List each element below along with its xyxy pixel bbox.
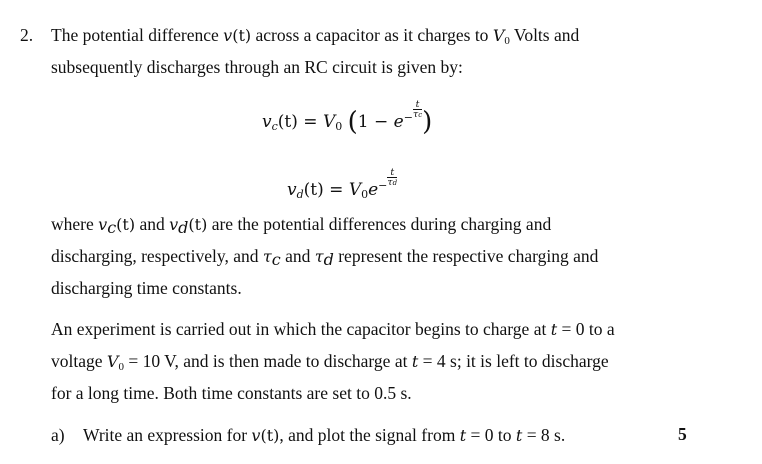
math-v: v	[98, 215, 108, 234]
eq-sub: d	[296, 188, 304, 201]
paren-open: (	[347, 107, 358, 137]
text: An experiment is carried out in which th…	[51, 319, 551, 339]
intro-text: across a capacitor as it charges to	[251, 25, 493, 45]
part-a-label: a)	[51, 425, 65, 445]
text: = 4 s; it is left to discharge	[418, 351, 609, 371]
text: are the potential differences during cha…	[207, 214, 552, 234]
frac-den: τ	[412, 109, 419, 120]
eq-exp-minus: −	[403, 111, 413, 124]
eq-sub: 0	[335, 120, 343, 133]
marks-value: 5	[678, 424, 687, 444]
question-number: 2.	[20, 25, 34, 45]
eq-arg: (t) =	[277, 112, 323, 132]
where-line-3: discharging time constants.	[51, 278, 242, 298]
eq-arg: (t) =	[303, 180, 349, 200]
math-v: v	[223, 26, 233, 45]
math-arg: (t)	[232, 26, 252, 45]
math-sub: c	[271, 250, 281, 269]
math-tau: τ	[314, 247, 324, 266]
text: and	[280, 246, 315, 266]
where-line-1: where vc(t) and vd(t) are the potential …	[51, 213, 551, 236]
eq-one-minus: 1 −	[357, 112, 394, 132]
frac-den-sub: d	[392, 179, 398, 187]
math-sub: d	[323, 250, 334, 269]
frac-num: t	[387, 168, 398, 178]
math-t: t	[550, 320, 558, 339]
eq-sub: 0	[361, 188, 369, 201]
intro-text: Volts and	[509, 25, 580, 45]
math-v: v	[251, 426, 261, 445]
text: , and plot the signal from	[279, 425, 460, 445]
text: = 10 V, and is then made to discharge at	[123, 351, 412, 371]
intro-line-1: The potential difference v(t) across a c…	[51, 24, 579, 47]
math-V0: V	[492, 26, 505, 45]
eq-V: V	[348, 180, 362, 200]
math-sub: c	[107, 218, 117, 237]
intro-line-2: subsequently discharges through an RC ci…	[51, 57, 463, 77]
math-tau: τ	[262, 247, 272, 266]
experiment-line-3: for a long time. Both time constants are…	[51, 383, 412, 403]
eq-sub: c	[271, 120, 278, 133]
math-t: t	[515, 426, 523, 445]
math-V0: V	[106, 352, 119, 371]
math-sub: d	[178, 218, 189, 237]
math-sub: 0	[504, 35, 510, 47]
intro-text: The potential difference	[51, 25, 224, 45]
frac-num: t	[412, 100, 423, 110]
math-v: v	[169, 215, 179, 234]
frac-den: τ	[387, 177, 393, 188]
math-arg: (t)	[116, 215, 136, 234]
eq-e: e	[368, 180, 379, 200]
part-a-text: Write an expression for v(t), and plot t…	[83, 424, 565, 447]
text: = 0 to	[466, 425, 516, 445]
text: discharging, respectively, and	[51, 246, 263, 266]
eq-v: v	[262, 112, 272, 132]
where-line-2: discharging, respectively, and τc and τd…	[51, 245, 598, 268]
math-t: t	[459, 426, 467, 445]
math-arg: (t)	[188, 215, 208, 234]
text: represent the respective charging and	[333, 246, 599, 266]
text: voltage	[51, 351, 107, 371]
text: = 8 s.	[522, 425, 566, 445]
eq-e: e	[393, 112, 404, 132]
math-t: t	[411, 352, 419, 371]
experiment-line-1: An experiment is carried out in which th…	[51, 318, 615, 341]
eq-V: V	[322, 112, 336, 132]
text: where	[51, 214, 99, 234]
eq-v: v	[287, 180, 297, 200]
frac-den-sub: c	[418, 111, 423, 119]
text: = 0 to a	[557, 319, 615, 339]
math-arg: (t)	[260, 426, 280, 445]
experiment-line-2: voltage V0 = 10 V, and is then made to d…	[51, 350, 609, 373]
eq-exp-minus: −	[378, 179, 388, 192]
math-sub: 0	[118, 361, 124, 373]
text: and	[135, 214, 170, 234]
paren-close: )	[422, 107, 433, 137]
text: Write an expression for	[83, 425, 252, 445]
